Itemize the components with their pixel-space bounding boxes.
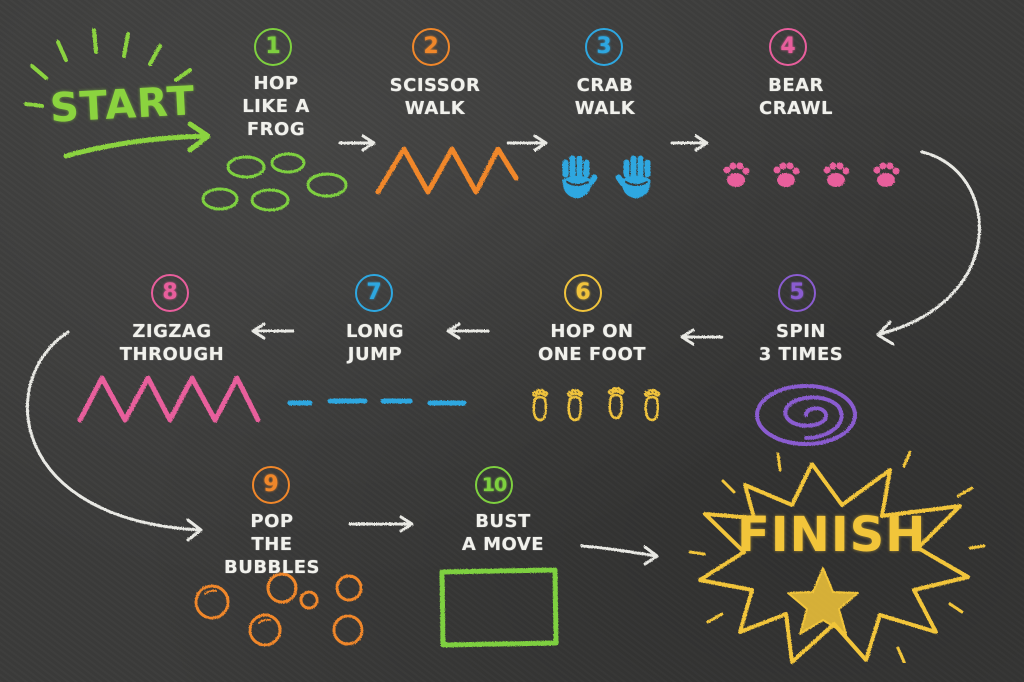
finish-burst-icon	[698, 462, 970, 664]
start-sparks-icon	[24, 28, 192, 108]
station-3-number: 3	[585, 28, 623, 66]
station-7-label: LONG JUMP	[346, 321, 404, 365]
arrow-9-to-10	[348, 515, 414, 533]
station-5-number: 5	[778, 274, 816, 312]
arrow-1-to-2	[338, 134, 376, 152]
station-1-number: 1	[254, 28, 292, 66]
course-arrows	[26, 134, 981, 566]
frog-lily-pads-icon	[201, 152, 348, 212]
finish-sparks-icon	[688, 450, 986, 664]
arrow-3-to-4	[670, 134, 709, 152]
start-label: START	[48, 78, 197, 132]
station-4-number: 4	[769, 28, 807, 66]
station-5-label: SPIN 3 TIMES	[758, 321, 844, 365]
arrow-2-to-3	[506, 134, 548, 152]
station-2-label: SCISSOR WALK	[389, 75, 481, 119]
station-2-number: 2	[412, 28, 450, 66]
bubbles-icon	[194, 572, 364, 647]
arrow-10-to-finish	[580, 544, 659, 566]
zigzag-icon-pink	[77, 375, 261, 423]
handprints-icon	[562, 155, 651, 199]
station-9-label: POP THE BUBBLES	[223, 511, 320, 578]
station-8-number: 8	[151, 274, 189, 312]
footprints-icon	[531, 386, 661, 422]
arrow-7-to-8	[251, 322, 295, 340]
station-4-label: BEAR CRAWL	[758, 75, 834, 119]
dashed-line-icon	[287, 398, 467, 406]
arrow-5-to-6	[680, 328, 724, 346]
station-8-label: ZIGZAG THROUGH	[119, 321, 225, 365]
arrow-4-to-5	[876, 150, 981, 346]
finish-label: FINISH	[737, 507, 927, 563]
station-7-number: 7	[355, 274, 393, 312]
rectangle-icon	[439, 567, 559, 648]
star-icon	[787, 567, 859, 635]
station-9-number: 9	[252, 466, 290, 504]
station-10-label: BUST A MOVE	[461, 511, 545, 555]
zigzag-icon	[375, 146, 519, 195]
arrow-8-to-9	[26, 330, 203, 542]
station-6-number: 6	[564, 274, 602, 312]
paw-prints-icon	[723, 162, 900, 187]
station-1-label: HOP LIKE A FROG	[242, 73, 310, 140]
start-arrow-icon	[63, 121, 211, 159]
station-6-label: HOP ON ONE FOOT	[537, 321, 647, 365]
spiral-icon	[755, 384, 857, 446]
station-3-label: CRAB WALK	[574, 75, 636, 119]
station-10-number: 10	[475, 466, 513, 504]
arrow-6-to-7	[446, 322, 490, 340]
